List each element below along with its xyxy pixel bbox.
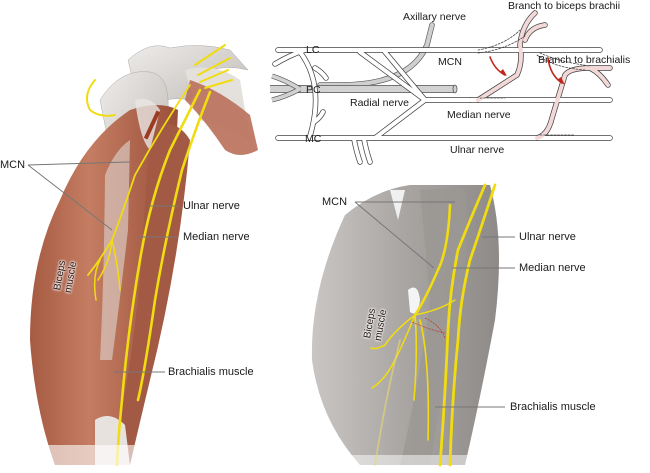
axillary-nerve-label: Axillary nerve — [403, 11, 467, 23]
right-mcn-label: MCN — [322, 196, 348, 208]
left-mcn-label: MCN — [0, 159, 26, 171]
pc-label: PC — [306, 84, 321, 96]
schematic-median-nerve-label: Median nerve — [447, 109, 511, 121]
left-leader-lines — [27, 161, 178, 373]
brachialis-muscle-shape — [110, 124, 190, 465]
arrowhead-icon — [557, 77, 565, 85]
branch-brachialis-label: Branch to brachialis — [538, 54, 631, 66]
left-brachialis-muscle-label: Brachialis muscle — [168, 366, 254, 378]
pectoral-muscle — [185, 80, 258, 155]
branch-biceps-label: Branch to biceps brachii — [508, 0, 621, 12]
mc-label: MC — [305, 133, 322, 145]
left-ulnar-nerve-label: Ulnar nerve — [183, 200, 240, 212]
radial-nerve-label: Radial nerve — [350, 97, 409, 109]
right-ulnar-nerve-label: Ulnar nerve — [519, 231, 576, 243]
right-median-nerve-label: Median nerve — [519, 262, 586, 274]
left-nerves — [85, 44, 233, 467]
right-leader-lines — [354, 201, 515, 408]
arrowhead-icon — [500, 69, 507, 76]
gray-arm-shape — [311, 185, 499, 465]
left-median-nerve-label: Median nerve — [183, 231, 250, 243]
schematic-white-nerves — [272, 10, 613, 165]
schematic-mcn-label: MCN — [438, 56, 462, 68]
right-brachialis-muscle-label: Brachialis muscle — [510, 401, 596, 413]
right-nerves — [370, 183, 497, 467]
schematic-ulnar-nerve-label: Ulnar nerve — [450, 144, 505, 156]
lc-label: LC — [306, 44, 320, 56]
